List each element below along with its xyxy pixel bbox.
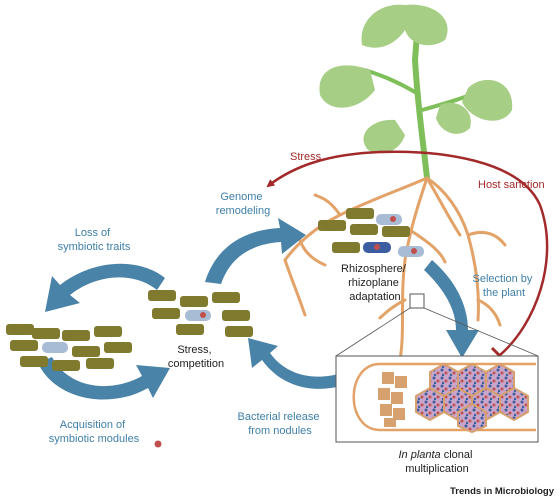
leaf	[319, 65, 375, 108]
plant-cell	[378, 388, 390, 400]
bacterium	[318, 220, 346, 231]
label-in-planta: In planta clonal multiplication	[398, 449, 475, 475]
bacterium	[180, 296, 208, 307]
bacterium	[6, 324, 34, 335]
plant-cell	[391, 392, 403, 404]
bacterium	[148, 290, 176, 301]
bacterium	[104, 342, 132, 353]
bacterium	[222, 310, 250, 321]
leaf	[462, 79, 513, 121]
plant-stem	[411, 17, 430, 181]
label-rhizosphere: Rhizosphere/ rhizoplane adaptation	[341, 263, 409, 303]
bacterium	[176, 324, 204, 335]
bacterium	[42, 342, 68, 353]
label-host-sanction: Host sanction	[478, 179, 545, 191]
root	[425, 176, 462, 237]
bacterium	[350, 224, 378, 235]
bacterium	[86, 358, 114, 369]
plant-cell	[393, 408, 405, 420]
symbiotic-module	[411, 248, 417, 254]
nodule-inset	[335, 293, 539, 443]
infected-cell	[457, 402, 487, 434]
inset-source-box	[409, 293, 425, 309]
bacterium	[52, 360, 80, 371]
root	[283, 258, 307, 317]
root	[313, 193, 342, 217]
label-acquisition: Acquisition of symbiotic modules	[49, 419, 140, 445]
plant	[319, 4, 513, 181]
root	[466, 231, 507, 247]
label-genome-remodeling: Genome remodeling	[216, 191, 270, 217]
plant-cell	[380, 404, 392, 416]
inset-connector	[423, 307, 539, 357]
infected-cell	[415, 386, 445, 422]
cycle-arrows	[38, 218, 479, 400]
bacterium	[94, 326, 122, 337]
root	[298, 238, 327, 267]
loss-of-traits-arrow	[45, 263, 165, 312]
bacterium	[10, 340, 38, 351]
bacterium	[225, 326, 253, 337]
bacterium	[20, 356, 48, 367]
symbiont-free-bacteria	[6, 324, 132, 371]
plant-cell	[395, 376, 407, 388]
label-bacterial-release: Bacterial release from nodules	[238, 411, 323, 437]
inset-root-outline	[352, 362, 536, 432]
plant-cell	[384, 418, 396, 427]
bacterium	[212, 292, 240, 303]
bacterium	[32, 328, 60, 339]
label-stress-competition: Stress, competition	[168, 344, 224, 370]
bacterium	[152, 308, 180, 319]
symbiotic-module	[374, 244, 380, 250]
selection-arrow	[424, 260, 479, 358]
leaf	[361, 4, 448, 48]
symbiotic-module	[200, 312, 206, 318]
inset-connector	[335, 307, 411, 357]
stress-bacteria	[148, 290, 253, 337]
label-loss-of-traits: Loss of symbiotic traits	[58, 227, 131, 253]
leaf	[436, 102, 471, 134]
bacterium	[62, 330, 90, 341]
bacterium	[398, 246, 424, 257]
label-selection: Selection by the plant	[473, 273, 536, 299]
bacterium	[185, 310, 211, 321]
rhizosphere-bacteria	[318, 208, 424, 257]
bacterial-release-arrow	[248, 338, 345, 389]
leaf	[363, 119, 405, 154]
infected-cell	[499, 386, 529, 422]
roots	[283, 176, 507, 362]
root	[398, 176, 429, 362]
bacterium	[382, 226, 410, 237]
root	[378, 298, 407, 320]
bacterium	[346, 208, 374, 219]
genome-remodeling-arrow	[205, 218, 306, 284]
host-sanction-arrow	[266, 150, 549, 356]
root	[476, 298, 502, 327]
symbiotic-module	[154, 440, 162, 448]
journal-credit: Trends in Microbiology	[450, 486, 555, 497]
bacterium	[72, 346, 100, 357]
acquisition-arrow	[38, 357, 170, 400]
label-stress: Stress	[290, 151, 322, 163]
bacterium	[376, 214, 402, 225]
root	[408, 228, 447, 264]
plant-cell	[382, 372, 394, 384]
symbiotic-module	[390, 216, 396, 222]
bacterium	[332, 242, 360, 253]
